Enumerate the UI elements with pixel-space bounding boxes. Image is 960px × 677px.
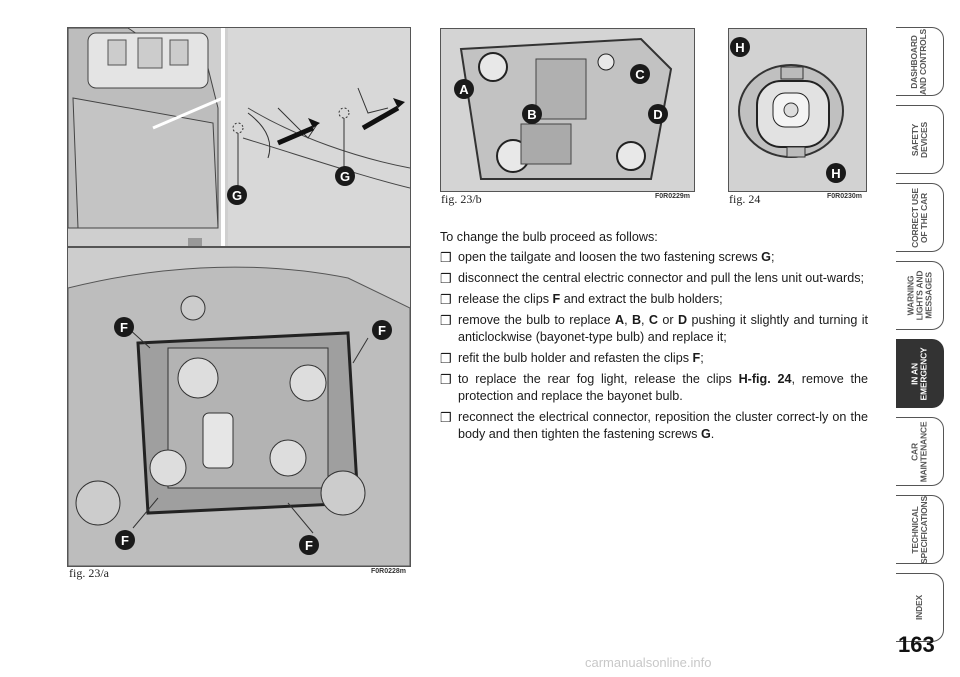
intro-text: To change the bulb proceed as follows: — [440, 230, 658, 244]
step-4: ❒remove the bulb to replace A, B, C or D… — [440, 313, 869, 344]
fig-23b-caption: fig. 23/b — [441, 192, 482, 206]
step-3: ❒release the clips F and extract the bul… — [440, 292, 723, 307]
fig-23b-code: F0R0229m — [655, 193, 691, 200]
label-f-2: F — [372, 320, 392, 340]
tab-dashboard-and-controls[interactable]: DASHBOARD AND CONTROLS — [896, 27, 944, 96]
step-6: ❒to replace the rear fog light, release … — [440, 372, 868, 403]
step-7: ❒reconnect the electrical connector, rep… — [440, 410, 868, 441]
label-d: D — [648, 104, 668, 124]
figure-23a-bottom — [67, 247, 411, 567]
checkbox-bullet: ❒ — [440, 410, 452, 425]
tab-car-maintenance[interactable]: CAR MAINTENANCE — [896, 417, 944, 486]
tab-safety-devices[interactable]: SAFETY DEVICES — [896, 105, 944, 174]
tab-correct-use[interactable]: CORRECT USE OF THE CAR — [896, 183, 944, 252]
tab-in-an-emergency[interactable]: IN AN EMERGENCY — [896, 339, 944, 408]
watermark: carmanualsonline.info — [585, 655, 712, 670]
checkbox-bullet: ❒ — [440, 351, 452, 366]
fig-24-caption: fig. 24 — [729, 192, 761, 206]
procedure-text: To change the bulb proceed as follows: ❒… — [440, 229, 868, 447]
tab-technical-specifications[interactable]: TECHNICAL SPECIFICATIONS — [896, 495, 944, 564]
checkbox-bullet: ❒ — [440, 313, 452, 328]
label-a: A — [454, 79, 474, 99]
label-b: B — [522, 104, 542, 124]
figure-23b — [440, 28, 695, 192]
checkbox-bullet: ❒ — [440, 250, 452, 265]
page-number: 163 — [898, 632, 935, 657]
fig-23a-code: F0R0228m — [371, 568, 407, 575]
step-5: ❒refit the bulb holder and refasten the … — [440, 351, 704, 366]
fig-23a-caption: fig. 23/a — [69, 566, 109, 580]
checkbox-bullet: ❒ — [440, 271, 452, 286]
label-c: C — [630, 64, 650, 84]
tab-index[interactable]: INDEX — [896, 573, 944, 642]
label-g-1: G — [227, 185, 247, 205]
label-h-2: H — [826, 163, 846, 183]
figure-23a-top — [67, 27, 411, 247]
label-h-1: H — [730, 37, 750, 57]
figure-24 — [728, 28, 867, 192]
label-f-3: F — [115, 530, 135, 550]
step-list: ❒open the tailgate and loosen the two fa… — [440, 249, 868, 443]
fig-24-code: F0R0230m — [827, 193, 863, 200]
checkbox-bullet: ❒ — [440, 292, 452, 307]
step-1: ❒open the tailgate and loosen the two fa… — [440, 250, 775, 265]
label-f-4: F — [299, 535, 319, 555]
checkbox-bullet: ❒ — [440, 372, 452, 387]
step-2: ❒disconnect the central electric connect… — [440, 271, 865, 286]
label-f-1: F — [114, 317, 134, 337]
tab-warning-lights[interactable]: WARNING LIGHTS AND MESSAGES — [896, 261, 944, 330]
label-g-2: G — [335, 166, 355, 186]
